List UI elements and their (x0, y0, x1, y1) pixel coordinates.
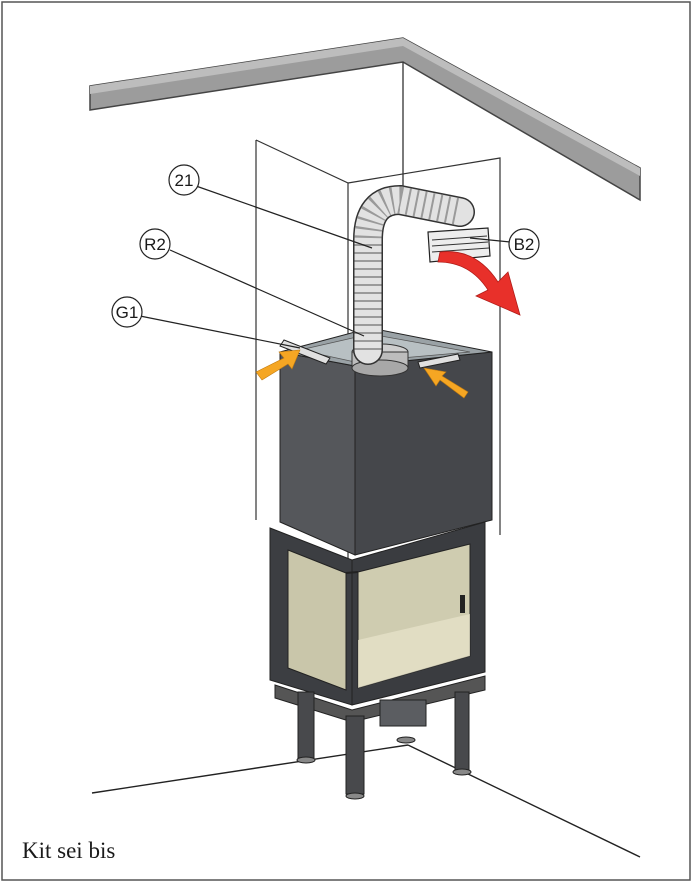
figure-caption: Kit sei bis (22, 838, 116, 863)
floor-line-right (407, 744, 641, 858)
svg-text:R2: R2 (144, 235, 166, 254)
ceiling (89, 37, 641, 202)
callout-r2: R2 (139, 228, 171, 260)
callout-b2: B2 (508, 228, 540, 260)
intake-arrow-left (255, 349, 301, 381)
stove-base (274, 675, 486, 800)
svg-text:G1: G1 (116, 303, 139, 322)
svg-text:21: 21 (175, 171, 194, 190)
svg-text:B2: B2 (514, 235, 535, 254)
inlet-grille-g1-right (417, 353, 461, 369)
intake-arrow-right (423, 367, 469, 399)
flexible-duct (353, 184, 475, 365)
callout-21: 21 (168, 164, 200, 196)
callout-leaders (139, 185, 511, 349)
callout-g1: G1 (111, 296, 143, 328)
stove-firebox (269, 521, 486, 706)
door-handle (460, 595, 465, 613)
hot-air-arrow (437, 251, 521, 316)
